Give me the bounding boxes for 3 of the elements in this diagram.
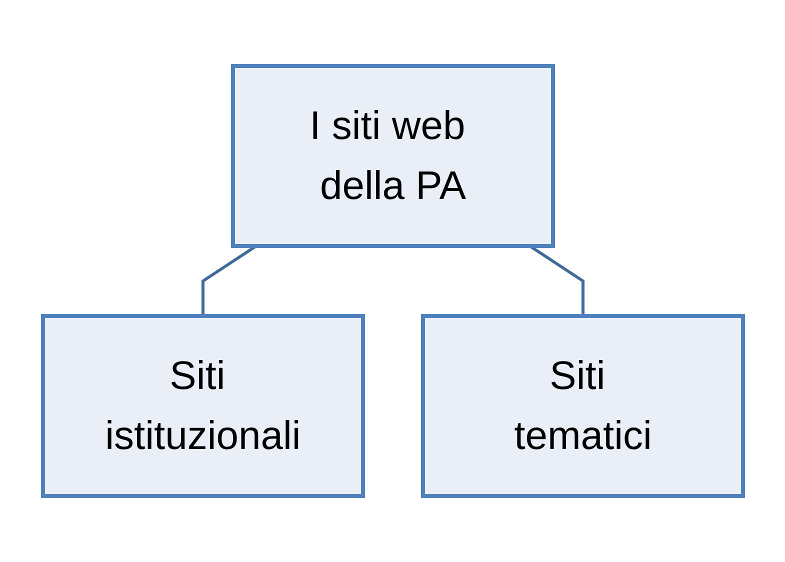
node-box: Siti istituzionali (40, 314, 364, 498)
node-box: I siti web della PA (230, 64, 554, 248)
node-box: Siti tematici (420, 314, 744, 498)
